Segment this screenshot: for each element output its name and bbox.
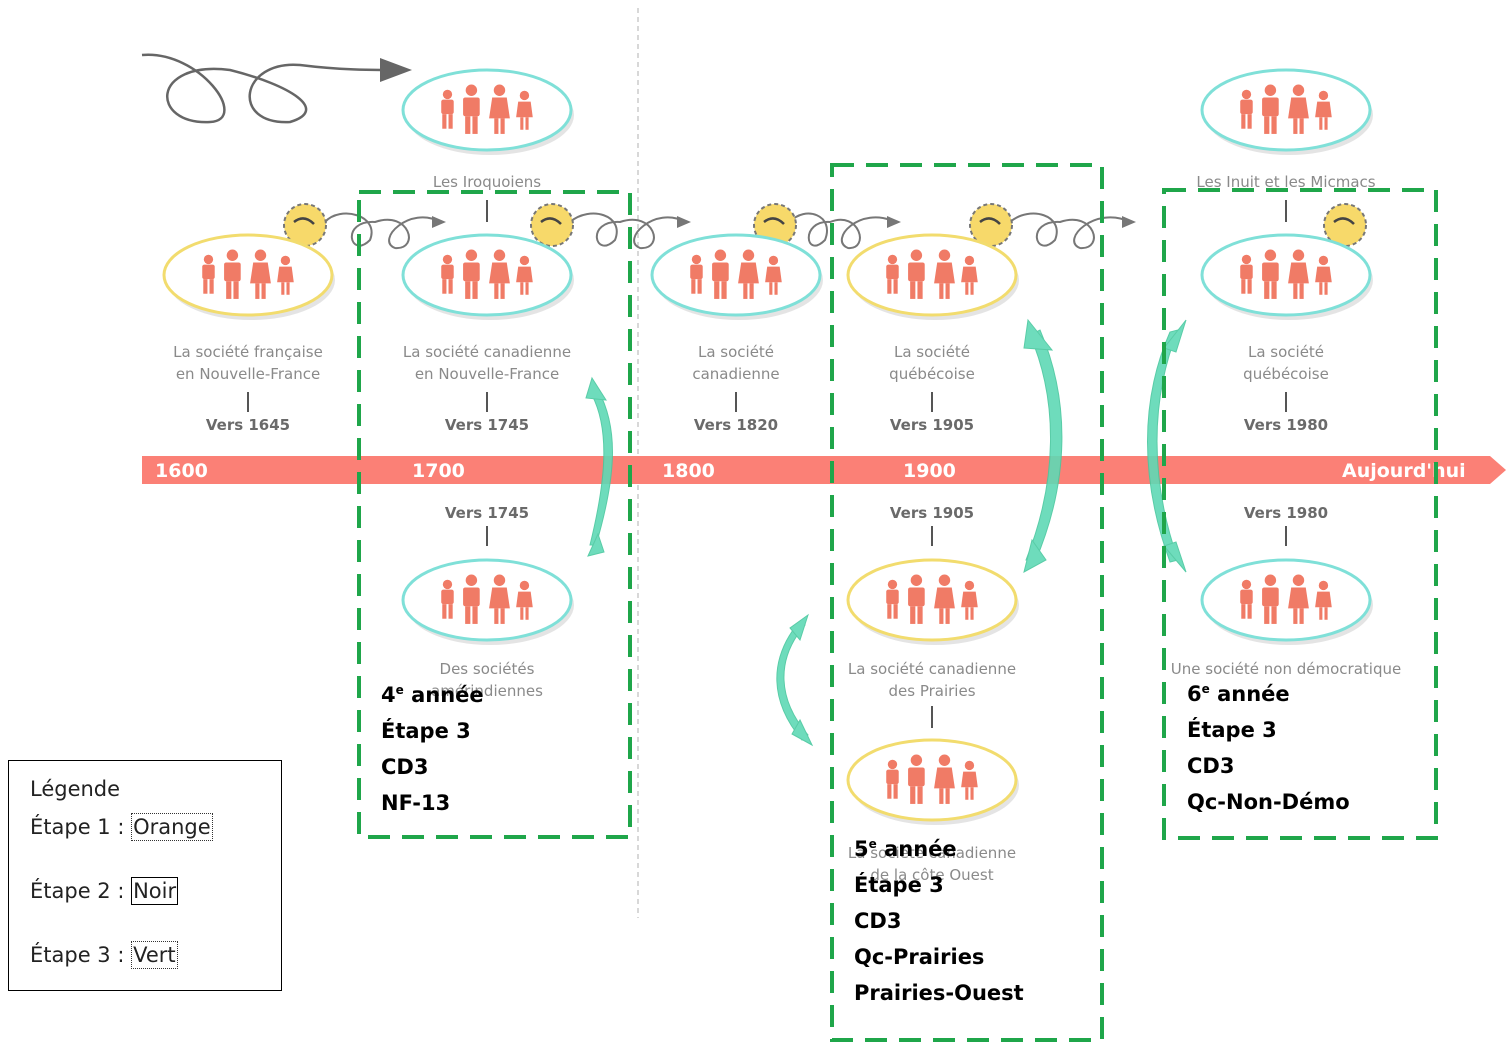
grade-word: année	[1217, 682, 1290, 706]
society-date: Vers 1905	[890, 416, 974, 434]
society-label: Des sociétés	[440, 660, 535, 678]
box-line: CD3	[1187, 754, 1235, 778]
society-node: La société canadienne des Prairies Vers 19…	[846, 504, 1019, 700]
society-node: Les Inuit et les Micmacs	[1196, 68, 1376, 191]
society-date: Vers 1645	[206, 416, 290, 434]
legend-prefix: Étape 2 :	[30, 879, 132, 903]
box-line: Qc-Prairies	[854, 945, 985, 969]
society-label: La société canadienne	[403, 343, 571, 361]
society-node: La société canadienne de la côte Ouest	[846, 738, 1019, 884]
society-date: Vers 1980	[1244, 504, 1328, 522]
society-ellipse	[846, 233, 1018, 317]
relation-arrows	[585, 318, 1187, 747]
society-label: québécoise	[889, 365, 975, 383]
box-5e-text: 5e année Étape 3 CD3 Qc-Prairies Prairie…	[854, 826, 1024, 1011]
society-ellipse	[162, 233, 334, 317]
grade-word: année	[884, 837, 957, 861]
society-node: Les Iroquoiens	[401, 68, 574, 191]
green-boxes	[357, 163, 1438, 1042]
box-line: NF-13	[381, 791, 451, 815]
society-label: La société française	[173, 343, 323, 361]
box-line: CD3	[381, 755, 429, 779]
grade-number: 5	[854, 837, 869, 861]
year-label: 1700	[412, 460, 465, 482]
legend-title: Légende	[30, 777, 121, 801]
society-label: La société canadienne	[848, 844, 1016, 862]
society-ellipse	[401, 233, 573, 317]
big-loop-arrow	[141, 53, 412, 124]
society-label: de la côte Ouest	[870, 866, 993, 884]
box-line: CD3	[854, 909, 902, 933]
box-line: Étape 3	[1187, 718, 1277, 742]
legend-row-etape3: Étape 3 : Vert	[30, 941, 178, 969]
box-line: Qc-Non-Démo	[1187, 790, 1350, 814]
society-ellipse	[846, 738, 1018, 822]
society-label: des Prairies	[888, 682, 975, 700]
society-ellipse	[401, 558, 573, 642]
legend-row-etape1: Étape 1 : Orange	[30, 813, 213, 841]
society-label: en Nouvelle-France	[176, 365, 320, 383]
society-label: Les Iroquoiens	[433, 173, 541, 191]
box-4e	[357, 190, 632, 839]
society-label: La société	[1248, 343, 1324, 361]
grade-word: année	[411, 683, 484, 707]
society-label: La société canadienne	[848, 660, 1016, 678]
society-ellipse	[846, 558, 1018, 642]
year-label: Aujourd'hui	[1342, 460, 1466, 482]
legend-swatch-noir: Noir	[131, 877, 179, 905]
society-label: canadienne	[692, 365, 779, 383]
society-date: Vers 1820	[694, 416, 778, 434]
society-label: La société	[698, 343, 774, 361]
legend-swatch-orange: Orange	[131, 813, 213, 841]
connector-loops	[324, 212, 1131, 250]
legend: Légende Étape 1 : Orange Étape 2 : Noir …	[8, 760, 282, 991]
society-label: amérindiennes	[431, 682, 543, 700]
society-node: La société canadienne en Nouvelle-FranceV…	[401, 233, 574, 434]
grade-number: 6	[1187, 682, 1202, 706]
year-label: 1900	[903, 460, 956, 482]
grade-sup: e	[1201, 682, 1210, 696]
society-node: Une société non démocratique Vers 1980	[1171, 504, 1401, 678]
society-date: Vers 1745	[445, 416, 529, 434]
society-date: Vers 1980	[1244, 416, 1328, 434]
society-ellipse	[1200, 233, 1372, 317]
society-ellipse	[401, 68, 573, 152]
legend-prefix: Étape 1 :	[30, 815, 132, 839]
box-line: Étape 3	[854, 873, 944, 897]
box-5e	[830, 163, 1104, 1042]
society-date: Vers 1905	[890, 504, 974, 522]
legend-prefix: Étape 3 :	[30, 943, 132, 967]
society-ellipse	[650, 233, 822, 317]
box-6e-text: 6e année Étape 3 CD3 Qc-Non-Démo	[1187, 671, 1350, 820]
grade-sup: e	[868, 837, 877, 851]
year-label: 1800	[662, 460, 715, 482]
legend-row-etape2: Étape 2 : Noir	[30, 877, 179, 905]
legend-swatch-vert: Vert	[131, 941, 178, 969]
society-label: Une société non démocratique	[1171, 660, 1401, 678]
society-ellipse	[1200, 558, 1372, 642]
society-label: La société	[894, 343, 970, 361]
grade-number: 4	[381, 683, 396, 707]
society-date: Vers 1745	[445, 504, 529, 522]
box-6e	[1162, 188, 1438, 840]
society-label: québécoise	[1243, 365, 1329, 383]
society-node: La société française en Nouvelle-FranceVe…	[162, 233, 335, 434]
timeline-bar: 1600 1700 1800 1900 Aujourd'hui	[142, 456, 1506, 484]
box-line: Prairies-Ouest	[854, 981, 1024, 1005]
box-line: Étape 3	[381, 719, 471, 743]
society-label: Les Inuit et les Micmacs	[1196, 173, 1375, 191]
society-node: Des sociétés amérindiennes Vers 1745	[401, 504, 574, 700]
grade-sup: e	[395, 683, 404, 697]
society-ellipse	[1200, 68, 1372, 152]
society-label: en Nouvelle-France	[415, 365, 559, 383]
year-label: 1600	[155, 460, 208, 482]
sun-icon	[529, 202, 575, 248]
box-4e-text: 4e année Étape 3 CD3 NF-13	[381, 672, 484, 821]
